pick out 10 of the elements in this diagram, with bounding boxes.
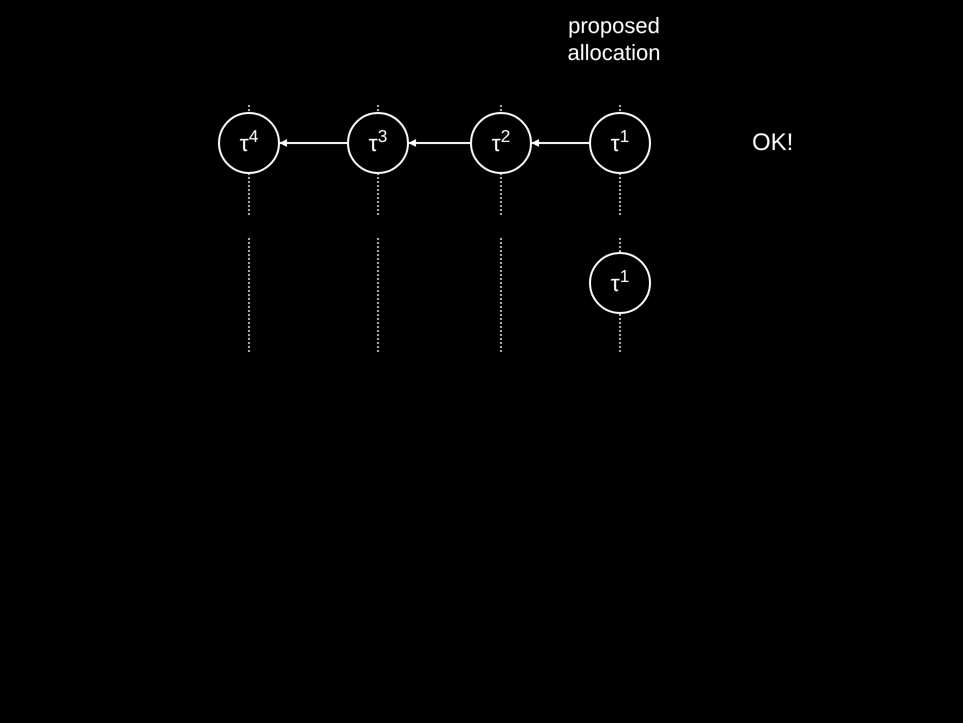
node-label: τ$^{3}$ — [368, 132, 388, 154]
annotation-text: OK! — [752, 129, 794, 157]
node-label: τ$^{1}$ — [610, 272, 630, 294]
node-label: τ$^{4}$ — [240, 132, 258, 154]
arrow — [408, 139, 470, 147]
node-label: τ$^{2}$ — [492, 132, 510, 154]
arrow — [531, 139, 589, 147]
annotation-text: proposed allocation — [566, 12, 662, 66]
node-label: τ$^{1}$ — [610, 132, 630, 154]
arrow — [279, 139, 347, 147]
